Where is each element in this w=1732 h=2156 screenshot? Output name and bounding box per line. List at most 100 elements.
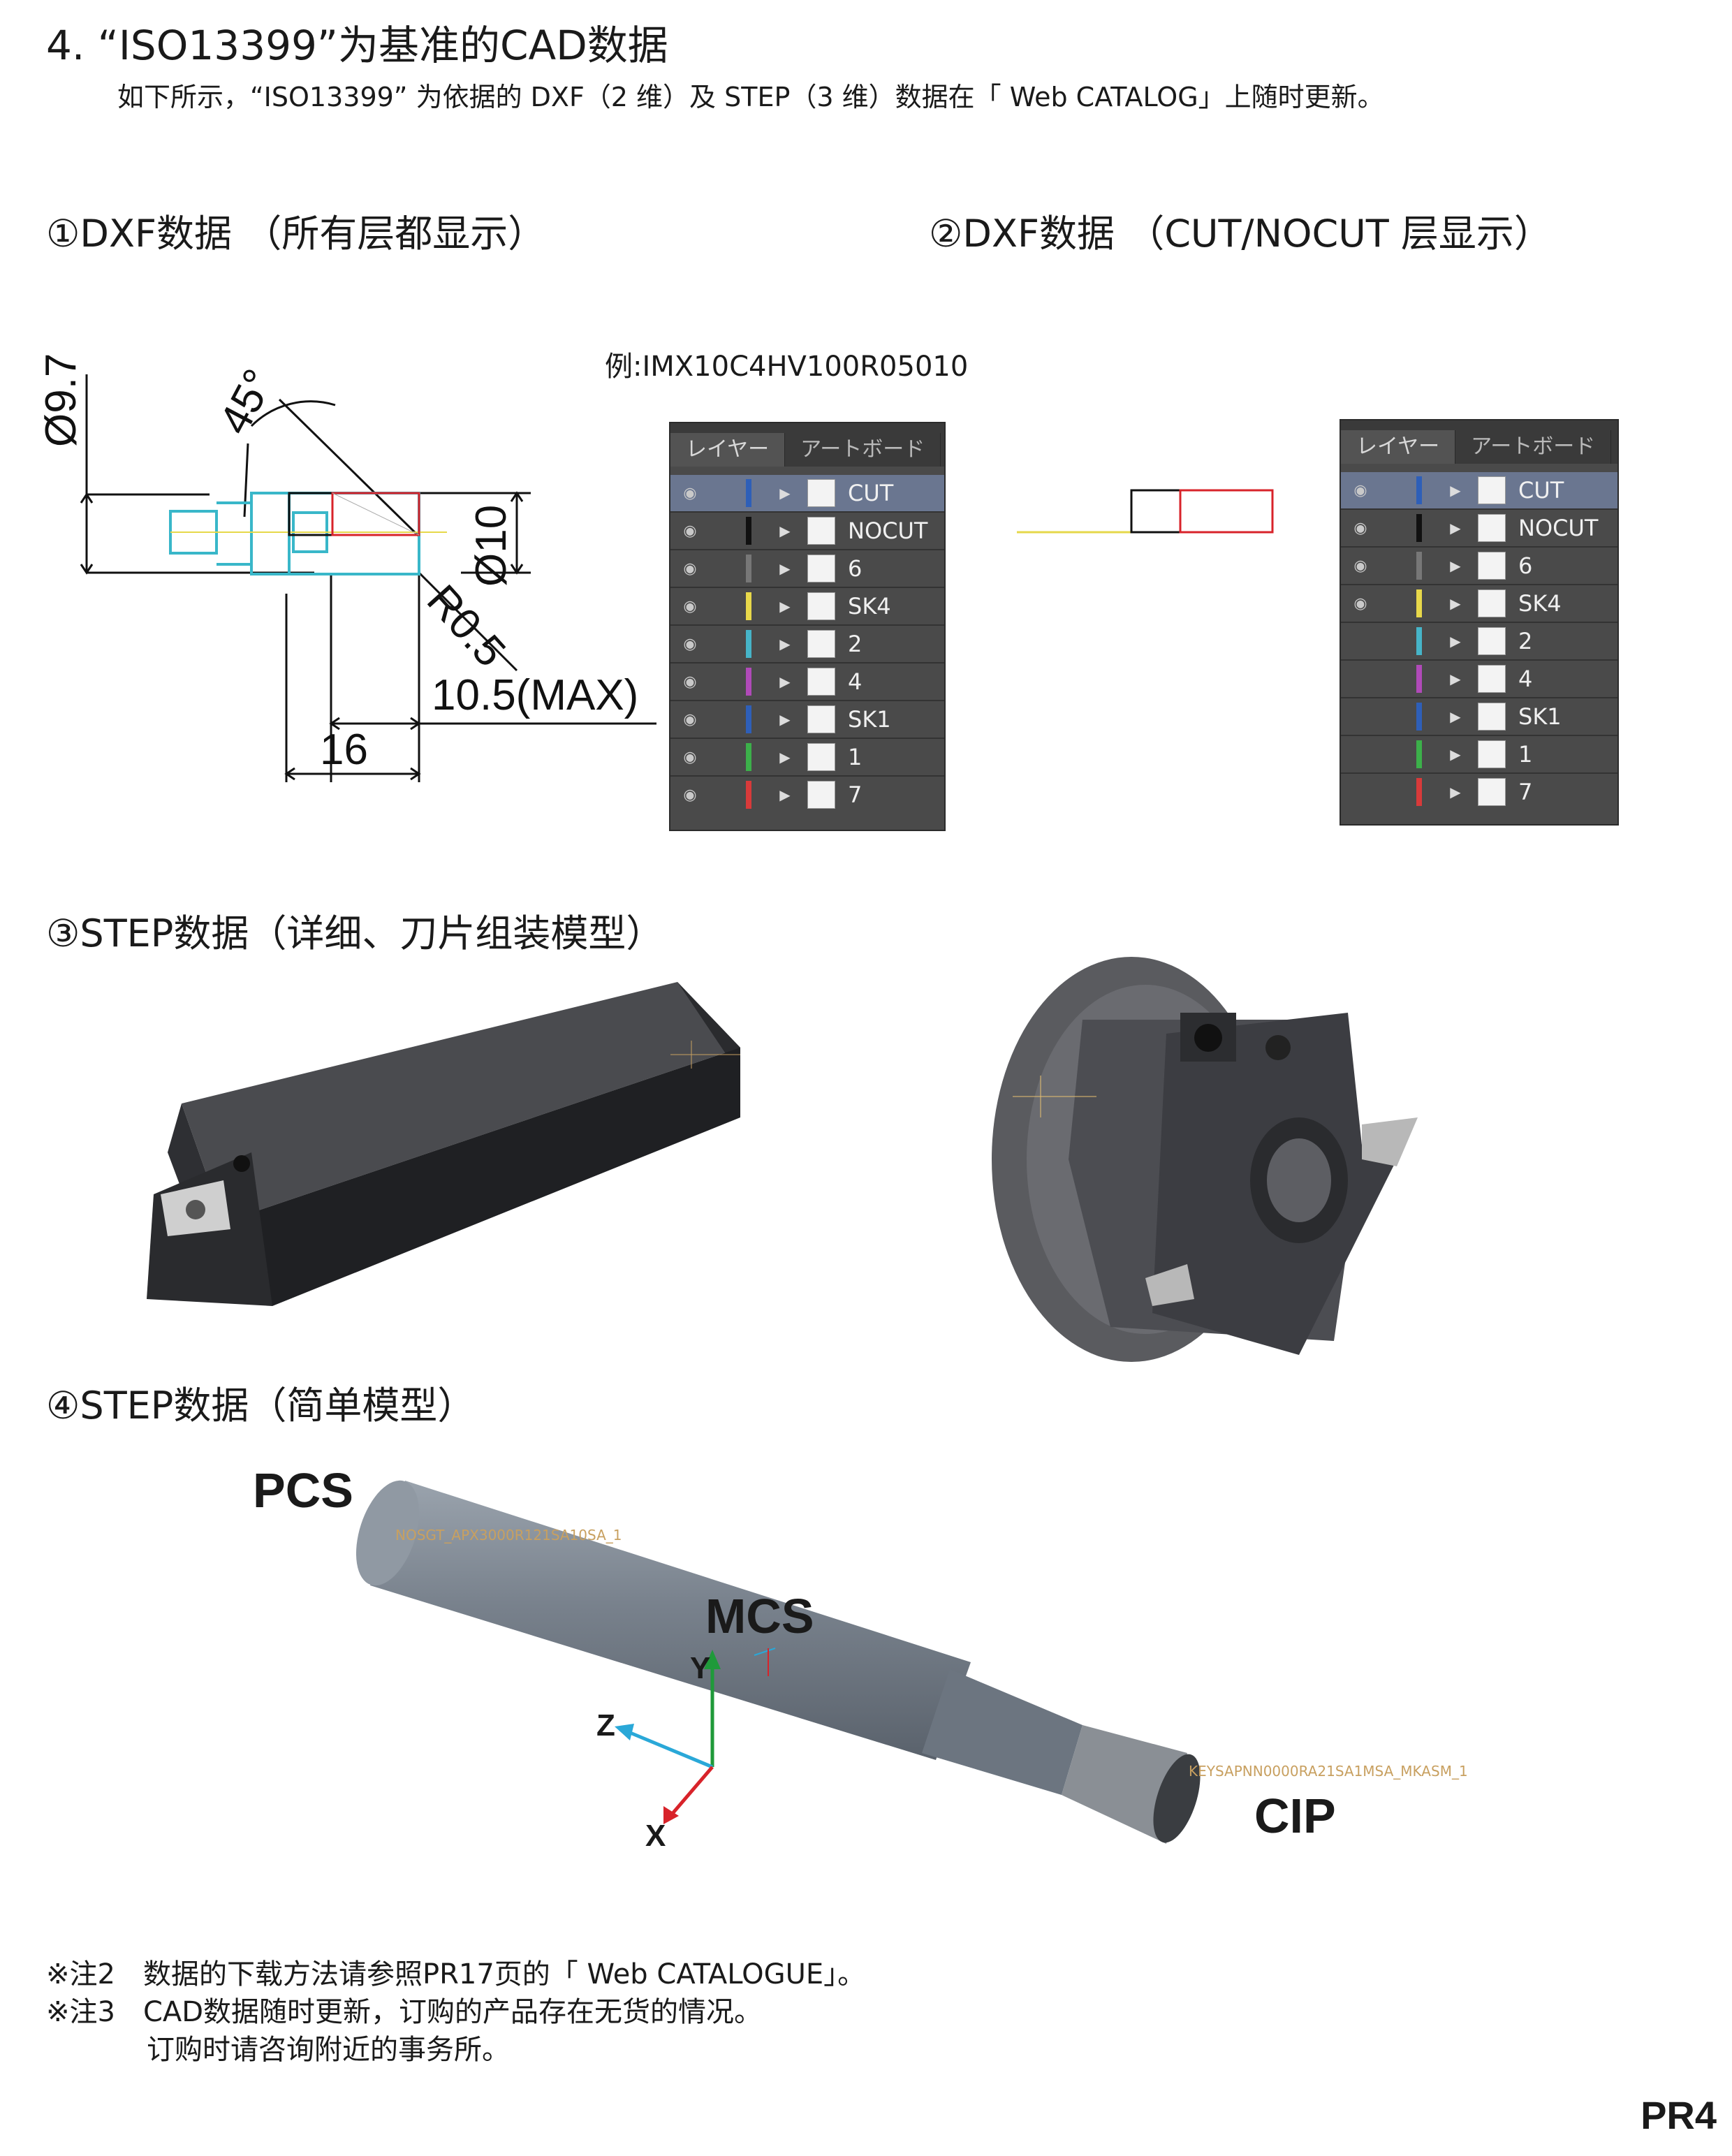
expand-triangle-icon[interactable]: ▶ <box>779 636 791 652</box>
layer-row-1[interactable]: ◉▶1 <box>1341 735 1617 772</box>
layer-panel-all: レイヤー アートボード ◉▶CUT◉▶NOCUT◉▶6◉▶SK4◉▶2◉▶4◉▶… <box>669 422 946 831</box>
eye-icon[interactable]: ◉ <box>1353 557 1367 575</box>
layer-name: SK1 <box>848 706 891 733</box>
layer-row-4[interactable]: ◉ ▶ 4 <box>1341 659 1617 697</box>
layer-row-7[interactable]: ◉▶7 <box>670 775 944 813</box>
eye-icon[interactable]: ◉ <box>683 597 697 615</box>
eye-icon[interactable]: ◉ <box>683 673 697 691</box>
expand-triangle-icon[interactable]: ▶ <box>779 485 791 501</box>
layer-row-nocut[interactable]: ◉ ▶ NOCUT <box>1341 508 1617 546</box>
expand-triangle-icon[interactable]: ▶ <box>779 711 791 728</box>
expand-triangle-icon[interactable]: ▶ <box>779 786 791 803</box>
layer-list: ◉▶CUT◉▶NOCUT◉▶6◉▶SK4◉▶2◉▶4◉▶SK1◉▶1◉▶7 <box>670 475 944 813</box>
eye-icon[interactable]: ◉ <box>683 484 697 502</box>
layer-thumbnail <box>1478 740 1506 768</box>
layer-thumbnail <box>1478 778 1506 806</box>
layer-thumbnail <box>807 668 835 696</box>
eye-icon[interactable]: ◉ <box>1341 670 1380 688</box>
layer-row-sk1[interactable]: ◉ ▶ SK1 <box>670 700 944 738</box>
layer-thumbnail <box>1478 665 1506 693</box>
eye-icon[interactable]: ◉ <box>1353 519 1367 537</box>
layer-name: NOCUT <box>1518 515 1599 541</box>
example-model: 例:IMX10C4HV100R05010 <box>605 351 969 383</box>
layer-color-swatch <box>746 668 751 696</box>
label-cip: CIP <box>1254 1789 1336 1843</box>
layer-row-sk4[interactable]: ◉ ▶ SK4 <box>1341 584 1617 622</box>
expand-triangle-icon[interactable]: ▶ <box>1450 633 1461 650</box>
layer-panel-cut: レイヤー アートボード ◉▶CUT◉▶NOCUT◉▶6◉▶SK4◉▶2◉▶4◉▶… <box>1340 419 1619 826</box>
layer-name: 6 <box>848 555 863 582</box>
layer-row-cut[interactable]: ◉▶CUT <box>670 475 944 511</box>
layer-color-swatch <box>1416 703 1422 731</box>
tab-layer[interactable]: レイヤー <box>670 433 786 467</box>
section-dxf-all: ①DXF数据 （所有层都显示） <box>46 212 546 256</box>
layer-thumbnail <box>807 630 835 658</box>
tab-artboard[interactable]: アートボード <box>785 433 941 467</box>
layer-list-right: ◉▶CUT◉▶NOCUT◉▶6◉▶SK4◉▶2◉▶4◉▶SK1◉▶1◉▶7 <box>1341 472 1617 810</box>
eye-icon[interactable]: ◉ <box>1341 708 1380 726</box>
expand-triangle-icon[interactable]: ▶ <box>1450 746 1461 763</box>
layer-thumbnail <box>807 743 835 771</box>
expand-triangle-icon[interactable]: ▶ <box>1450 708 1461 725</box>
expand-triangle-icon[interactable]: ▶ <box>779 598 791 615</box>
axis-z: Z <box>596 1708 615 1743</box>
expand-triangle-icon[interactable]: ▶ <box>779 749 791 765</box>
intro-text: 如下所示，“ISO13399” 为依据的 DXF（2 维）及 STEP（3 维）… <box>117 82 1384 112</box>
eye-icon[interactable]: ◉ <box>683 522 697 540</box>
axis-y: Y <box>690 1651 711 1685</box>
layer-thumbnail <box>1478 514 1506 542</box>
layer-row-7[interactable]: ◉ ▶ 7 <box>1341 772 1617 810</box>
layer-thumbnail <box>1478 703 1506 731</box>
eye-icon[interactable]: ◉ <box>683 786 697 804</box>
tab-layer-right[interactable]: レイヤー <box>1341 430 1456 464</box>
layer-row-cut[interactable]: ◉▶CUT <box>1341 472 1617 508</box>
eye-icon[interactable]: ◉ <box>1353 481 1367 499</box>
layer-name: 6 <box>1518 552 1533 579</box>
eye-icon[interactable]: ◉ <box>1353 594 1367 613</box>
layer-row-4[interactable]: ◉▶4 <box>670 662 944 700</box>
layer-name: NOCUT <box>848 518 928 544</box>
layer-name: 7 <box>1518 779 1533 805</box>
layer-name: SK1 <box>1518 703 1562 730</box>
layer-color-swatch <box>1416 552 1422 580</box>
layer-row-2[interactable]: ◉▶2 <box>1341 622 1617 659</box>
expand-triangle-icon[interactable]: ▶ <box>1450 595 1461 612</box>
expand-triangle-icon[interactable]: ▶ <box>1450 482 1461 499</box>
layer-row-sk4[interactable]: ◉ ▶ SK4 <box>670 587 944 624</box>
eye-icon[interactable]: ◉ <box>683 748 697 766</box>
page-title: 4. “ISO13399”为基准的CAD数据 <box>46 22 668 69</box>
cip-tag: KEYSAPNN0000RA21SA1MSA_MKASM_1 <box>1189 1763 1468 1780</box>
expand-triangle-icon[interactable]: ▶ <box>1450 784 1461 800</box>
layer-row-nocut[interactable]: ◉ ▶ NOCUT <box>670 511 944 549</box>
section-step-simple: ④STEP数据（简单模型） <box>46 1384 476 1428</box>
eye-icon[interactable]: ◉ <box>1341 633 1380 650</box>
layer-thumbnail <box>807 517 835 545</box>
expand-triangle-icon[interactable]: ▶ <box>779 673 791 690</box>
layer-row-1[interactable]: ◉ ▶ 1 <box>670 738 944 775</box>
layer-color-swatch <box>746 479 751 507</box>
label-pcs: PCS <box>253 1463 353 1518</box>
layer-row-sk1[interactable]: ◉ ▶ SK1 <box>1341 697 1617 735</box>
layer-thumbnail <box>1478 552 1506 580</box>
layer-thumbnail <box>807 555 835 582</box>
note-3: ※注3 CAD数据随时更新，订购的产品存在无货的情况。 <box>46 1996 763 2028</box>
layer-name: SK4 <box>848 593 891 619</box>
eye-icon[interactable]: ◉ <box>683 635 697 653</box>
layer-row-6[interactable]: ◉ ▶ 6 <box>670 549 944 587</box>
expand-triangle-icon[interactable]: ▶ <box>1450 670 1461 687</box>
expand-triangle-icon[interactable]: ▶ <box>779 522 791 539</box>
tab-artboard-right[interactable]: アートボード <box>1455 430 1612 464</box>
layer-row-2[interactable]: ◉▶2 <box>670 624 944 662</box>
eye-icon[interactable]: ◉ <box>1341 746 1380 763</box>
eye-icon[interactable]: ◉ <box>1341 784 1380 801</box>
layer-name: 4 <box>1518 666 1533 692</box>
eye-icon[interactable]: ◉ <box>683 710 697 728</box>
eye-icon[interactable]: ◉ <box>683 559 697 578</box>
layer-row-6[interactable]: ◉ ▶ 6 <box>1341 546 1617 584</box>
expand-triangle-icon[interactable]: ▶ <box>779 560 791 577</box>
layer-name: SK4 <box>1518 590 1562 617</box>
layer-name: 1 <box>848 744 863 770</box>
layer-color-swatch <box>746 630 751 658</box>
expand-triangle-icon[interactable]: ▶ <box>1450 557 1461 574</box>
expand-triangle-icon[interactable]: ▶ <box>1450 520 1461 536</box>
